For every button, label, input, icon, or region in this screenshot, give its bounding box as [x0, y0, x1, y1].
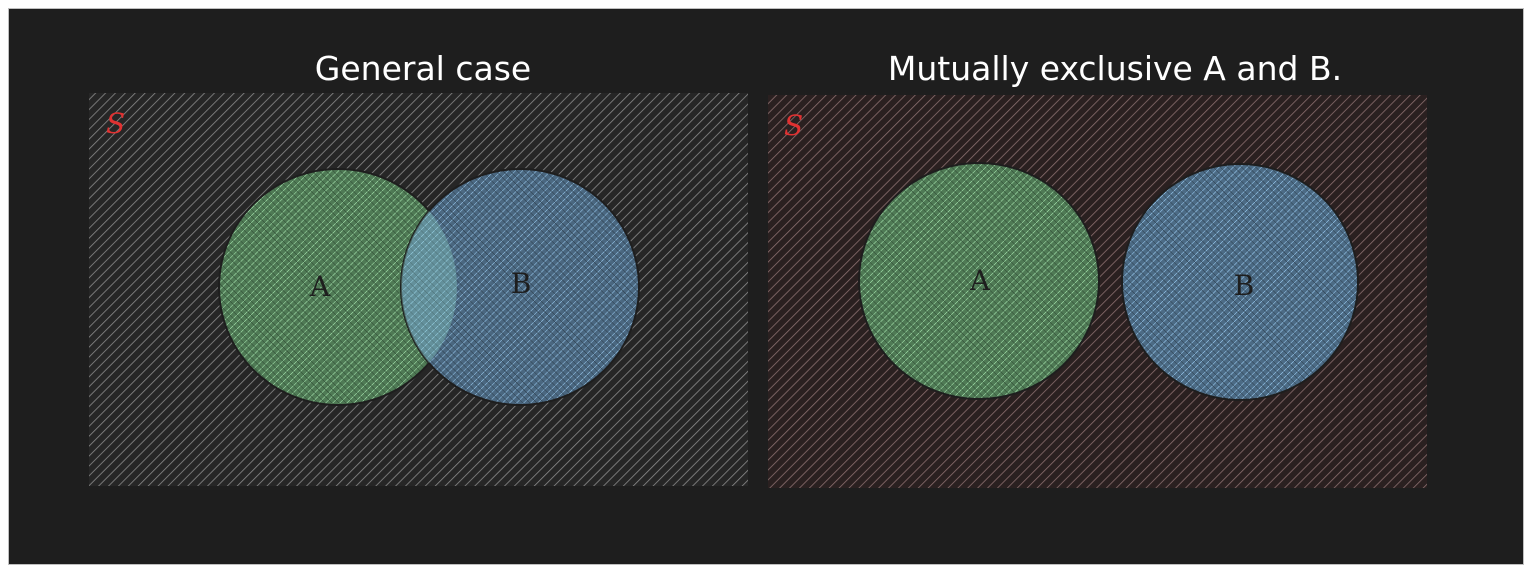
set-b-label: B: [511, 267, 532, 300]
panel-mutually-exclusive: S A B: [768, 95, 1427, 488]
set-b-circle: [400, 168, 640, 406]
set-a-circle: [858, 162, 1100, 400]
sample-space-label: S: [106, 107, 125, 140]
panel-title-exclusive: Mutually exclusive A and B.: [888, 49, 1342, 88]
set-b-label: B: [1234, 269, 1255, 302]
set-b-circle: [1121, 163, 1359, 401]
panel-title-general: General case: [315, 49, 531, 88]
panel-general-case: S A B: [89, 93, 748, 486]
sample-space-label: S: [784, 109, 803, 142]
set-a-label: A: [969, 264, 991, 297]
set-a-label: A: [309, 270, 331, 303]
